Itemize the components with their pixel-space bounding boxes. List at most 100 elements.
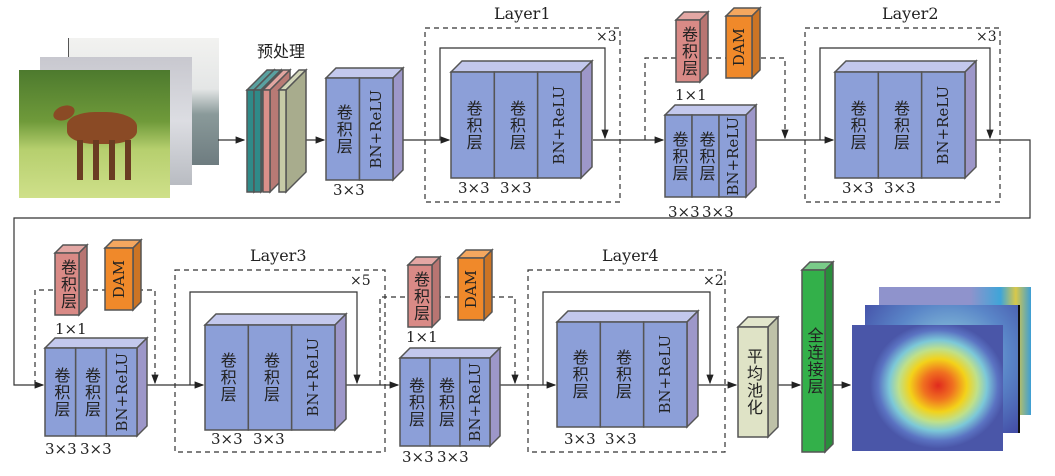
layer3-block-conv-label: 卷积层 — [217, 352, 237, 403]
layer3-block-conv-label-area: 卷积层 — [205, 325, 248, 430]
layer1-kernel-label-1: 3×3 — [458, 179, 490, 197]
layer1-title: Layer1 — [494, 4, 551, 23]
ds3-block-side — [489, 346, 501, 448]
layer1-block-side — [580, 59, 593, 180]
layer2-repeat: ×3 — [976, 29, 997, 45]
ds1-conv1x1-conv-label-area: 卷积层 — [676, 20, 700, 82]
layer2-block-side — [964, 59, 977, 180]
layer1-block-conv-label: 卷积层 — [463, 99, 483, 151]
ds1-dam-face-dam — [725, 15, 753, 79]
ds3-dam-dam-label: DAM — [462, 269, 480, 309]
ds3-conv1x1-conv-label: 卷积层 — [411, 270, 430, 322]
layer1-repeat: ×3 — [596, 29, 617, 45]
ds2-dam-side — [132, 238, 142, 312]
ds3-kernel-label-2: 3×3 — [437, 448, 469, 466]
ds3-block-conv-label-area: 卷积层 — [400, 358, 430, 446]
layer4-block-conv-label: 卷积层 — [569, 349, 589, 400]
stem-block-side — [392, 66, 404, 182]
avgpool-block-side — [767, 315, 779, 439]
avgpool-block-face-avg — [737, 326, 769, 438]
ds1-dam-side — [751, 6, 761, 80]
horse-body — [67, 112, 137, 144]
layer1-block-conv-label-area: 卷积层 — [494, 72, 537, 178]
ds1-block-face-bn — [718, 114, 747, 198]
ds2-block-face-bn — [105, 347, 138, 437]
stem-block-conv-label: 卷积层 — [333, 103, 353, 155]
preprocess-slab-1-face-x — [246, 89, 255, 193]
preprocess-slab-2-face-x — [253, 89, 262, 193]
ds1-conv1x1-face-conv — [675, 19, 701, 83]
layer3-block-bn-label-area: BN+ReLU — [292, 325, 335, 430]
ds1-conv1x1-side — [699, 10, 709, 84]
layer3-kernel-label-2: 3×3 — [253, 430, 285, 448]
layer3-kernel-label-1: 3×3 — [211, 430, 243, 448]
ds3-conv1x1-side — [431, 255, 441, 329]
ds2-dam-dam-label-area: DAM — [105, 248, 133, 310]
ds2-dam-dam-label: DAM — [110, 259, 128, 299]
ds3-block-conv-label-area: 卷积层 — [430, 358, 460, 446]
preprocess-slab-3-face-x — [262, 89, 271, 193]
preprocess-slab-4-face-x — [278, 89, 287, 193]
preprocess-label: 预处理 — [257, 42, 306, 61]
ds1-dam-dam-label: DAM — [730, 27, 748, 67]
ds2-block-bn-label: BN+ReLU — [112, 352, 131, 432]
ds2-block-conv-label: 卷积层 — [81, 366, 101, 418]
layer4-block-side — [686, 309, 699, 429]
ds3-block-bn-label-area: BN+ReLU — [460, 358, 490, 446]
layer1-block-conv-label: 卷积层 — [506, 99, 526, 151]
ds2-dam-face-dam — [104, 247, 134, 311]
ds3-kernel-label-1: 3×3 — [402, 448, 434, 466]
layer4-block-conv-label-area: 卷积层 — [600, 322, 643, 427]
heatmap-front — [852, 325, 1003, 451]
ds1-block-conv-label: 卷积层 — [696, 130, 716, 182]
ds2-block-top — [43, 337, 149, 349]
layer4-title: Layer4 — [602, 246, 659, 265]
ds3-dam-face-dam — [457, 257, 485, 321]
layer1-block-bn-label-area: BN+ReLU — [538, 72, 581, 178]
ds1-conv1x1-conv-label: 卷积层 — [679, 25, 698, 77]
stem-block-bn-label: BN+ReLU — [367, 89, 386, 169]
input-image-horse — [19, 70, 170, 198]
layer2-kernel-label-2: 3×3 — [884, 179, 916, 197]
ds3-conv1x1-conv-label-area: 卷积层 — [408, 265, 432, 327]
ds1-block-side — [745, 103, 757, 199]
ds3-conv1x1-face-conv — [407, 264, 433, 328]
ds3-dam-dam-label-area: DAM — [458, 258, 484, 320]
ds1-block-top — [663, 104, 758, 116]
ds1-dam-dam-label-area: DAM — [726, 16, 752, 78]
layer3-block-side — [334, 312, 347, 432]
layer2-block-conv-label: 卷积层 — [890, 99, 910, 151]
ds2-block-conv-label-area: 卷积层 — [45, 348, 76, 436]
layer2-block-conv-label: 卷积层 — [847, 99, 867, 151]
layer2-block-conv-label-area: 卷积层 — [878, 72, 921, 178]
fc-block-fc-label: 全连接层 — [804, 327, 824, 395]
ds1-block-bn-label-area: BN+ReLU — [719, 115, 746, 197]
layer4-block-conv-label: 卷积层 — [612, 349, 632, 400]
layer3-block-conv-label-area: 卷积层 — [248, 325, 291, 430]
layer4-block-face-bn — [642, 321, 688, 428]
ds3-block-top — [398, 347, 502, 359]
ds2-conv1x1-side — [78, 243, 88, 317]
layer2-block-conv-label-area: 卷积层 — [835, 72, 878, 178]
stem-kernel-label: 3×3 — [333, 181, 365, 199]
ds2-block-conv-label: 卷积层 — [51, 366, 71, 418]
ds2-conv1x1-conv-label: 卷积层 — [58, 258, 77, 310]
layer4-block-bn-label: BN+ReLU — [656, 335, 675, 414]
ds1-kernel-label-2: 3×3 — [702, 203, 734, 221]
ds3-block-conv-label: 卷积层 — [436, 376, 455, 428]
stem-block-face-bn — [358, 77, 394, 181]
ds2-block-side — [136, 336, 148, 438]
ds3-block-bn-label: BN+ReLU — [466, 362, 484, 442]
layer1-block-bn-label: BN+ReLU — [550, 85, 569, 165]
ds1-block-conv-label-area: 卷积层 — [665, 115, 692, 197]
layer4-block-top — [555, 310, 700, 323]
layer3-block-top — [203, 313, 348, 326]
avgpool-block-avg-label-area: 平均池化 — [738, 327, 768, 437]
fc-block-fc-label-area: 全连接层 — [802, 270, 825, 452]
ds1-block-bn-label: BN+ReLU — [723, 116, 742, 196]
layer3-title: Layer3 — [250, 246, 307, 265]
layer3-repeat: ×5 — [350, 273, 371, 289]
ds3-block-conv-label: 卷积层 — [406, 376, 425, 428]
layer2-title: Layer2 — [882, 4, 939, 23]
